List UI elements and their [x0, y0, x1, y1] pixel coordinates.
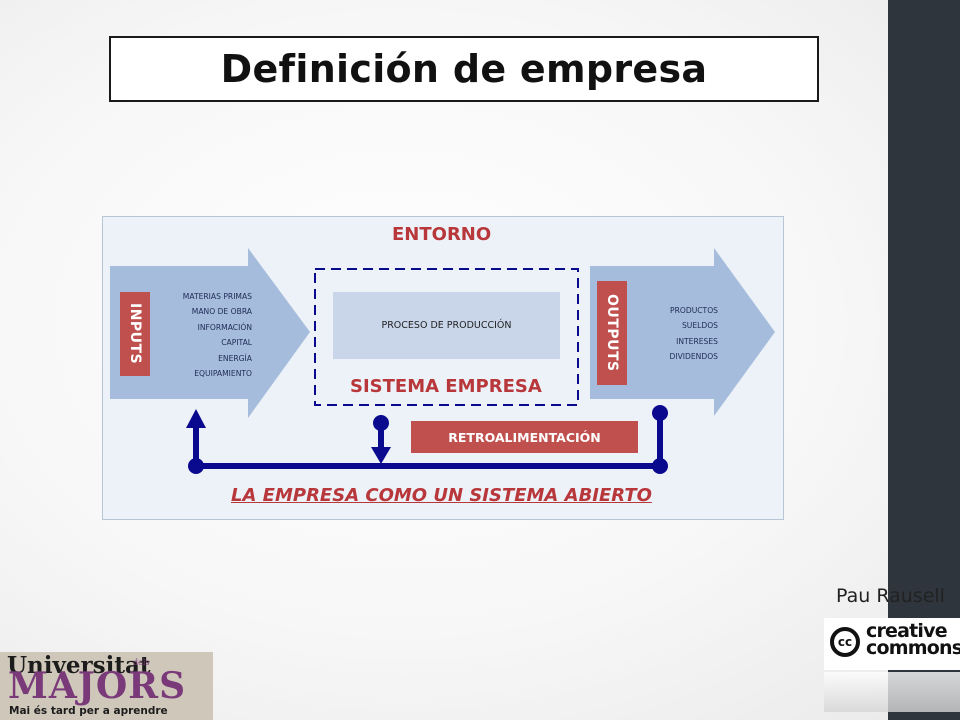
process-box: PROCESO DE PRODUCCIÓN	[333, 292, 560, 359]
outputs-item: SUELDOS	[681, 321, 718, 331]
right-side-bar	[888, 0, 960, 720]
slide-title-box: Definición de empresa	[109, 36, 819, 102]
inputs-tag: INPUTS	[120, 292, 150, 376]
creative-commons-logo-reflection	[824, 672, 960, 712]
outputs-tag: OUTPUTS	[597, 281, 627, 385]
cc-mark: cc	[837, 635, 853, 649]
inputs-label: INPUTS	[127, 303, 143, 365]
inputs-list: MATERIAS PRIMAS MANO DE OBRA INFORMACIÓN…	[150, 289, 252, 381]
cc-word-commons: commons	[866, 637, 960, 659]
inputs-item: MANO DE OBRA	[191, 307, 252, 317]
cc-word-creative: creative	[866, 620, 948, 642]
inputs-item: CAPITAL	[221, 338, 252, 348]
university-logo: Universitat dels MAJORS Mai és tard per …	[0, 652, 213, 720]
system-label: SISTEMA EMPRESA	[350, 376, 542, 397]
outputs-item: PRODUCTOS	[670, 306, 718, 315]
process-label: PROCESO DE PRODUCCIÓN	[381, 320, 512, 331]
cc-wordmark: creative commons	[866, 620, 960, 659]
author-name: Pau Rausell	[836, 585, 945, 607]
outputs-item: INTERESES	[676, 336, 718, 346]
logo-dels: dels	[133, 658, 150, 667]
outputs-label: OUTPUTS	[604, 294, 620, 372]
entorno-label: ENTORNO	[392, 224, 492, 245]
inputs-item: EQUIPAMIENTO	[194, 369, 252, 379]
diagram-caption: LA EMPRESA COMO UN SISTEMA ABIERTO	[231, 485, 652, 506]
outputs-item: DIVIDENDOS	[669, 352, 719, 362]
slide-title: Definición de empresa	[220, 47, 708, 91]
outputs-list: PRODUCTOS SUELDOS INTERESES DIVIDENDOS	[640, 303, 719, 365]
inputs-item: MATERIAS PRIMAS	[182, 292, 252, 301]
cc-icon: cc	[830, 627, 860, 657]
logo-majors: MAJORS	[8, 665, 187, 707]
logo-tagline: Mai és tard per a aprendre	[9, 705, 168, 717]
feedback-box: RETROALIMENTACIÓN	[411, 421, 638, 453]
inputs-item: INFORMACIÓN	[197, 322, 252, 332]
creative-commons-logo: cc creative commons	[824, 618, 960, 670]
logo-universitat: Universitat	[7, 652, 151, 679]
inputs-item: ENERGÍA	[218, 353, 252, 363]
